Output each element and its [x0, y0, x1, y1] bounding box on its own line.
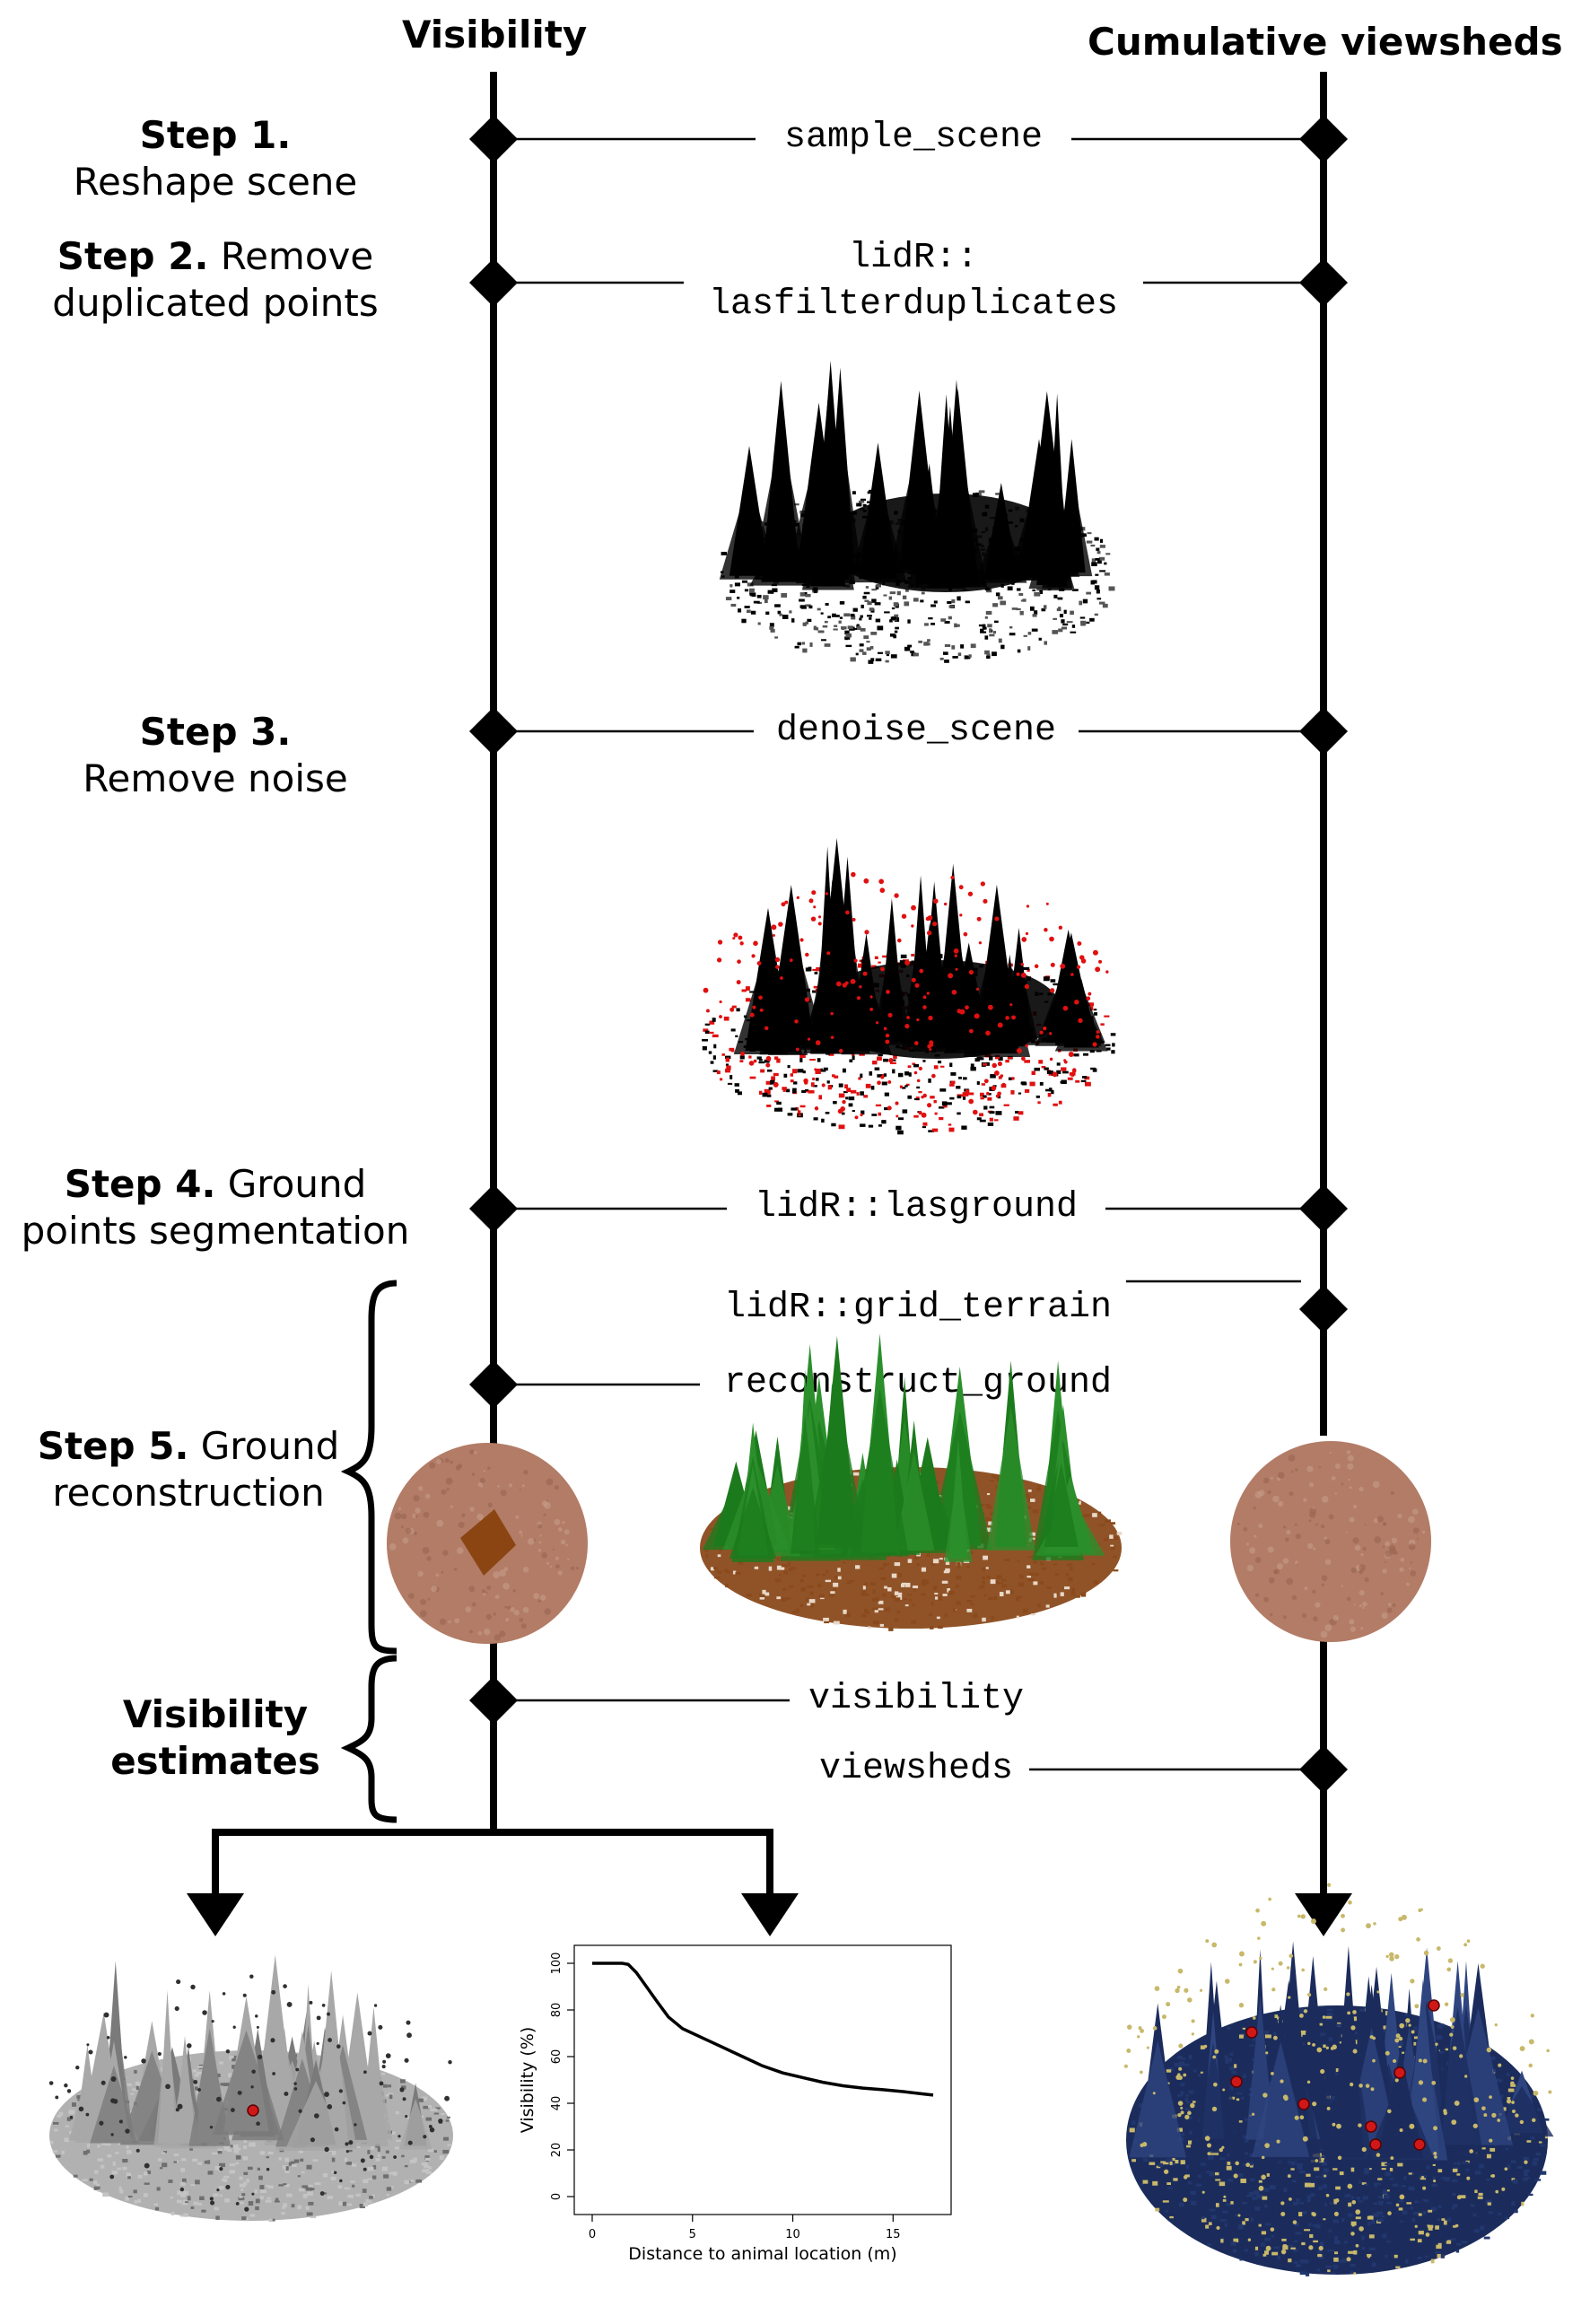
func-lasground: lidR::lasground: [727, 1184, 1105, 1231]
diamond-cumulative-viewsheds: [1299, 1745, 1348, 1794]
step3-label: Step 3.: [139, 710, 292, 754]
diamond-visibility-step1: [469, 115, 518, 163]
step1-block: Step 1. Reshape scene: [36, 112, 395, 205]
func-filter-dup-2: lasfilterduplicates: [708, 284, 1119, 325]
step4-label: Step 4.: [64, 1162, 216, 1206]
diamond-cumulative-step1: [1299, 115, 1348, 163]
chart-series-line: [592, 1961, 934, 2097]
step5-block: Step 5. Ground reconstruction: [9, 1423, 368, 1516]
func-grid-terrain: lidR::grid_terrain: [702, 1285, 1134, 1332]
chart-ylabel: Visibility (%): [518, 2027, 537, 2134]
chart-y-tick-label: 60: [550, 2049, 563, 2065]
step2-text2: duplicated points: [52, 281, 379, 325]
step4-text1: Ground: [227, 1162, 367, 1206]
chart-x-tick-label: 0: [589, 2228, 596, 2241]
step4-block: Step 4. Ground points segmentation: [9, 1161, 422, 1254]
brace-ground-reconstruction: [340, 1280, 398, 1655]
step4-text2: points segmentation: [21, 1209, 410, 1253]
chart-y-tick-label: 100: [550, 1953, 563, 1975]
step3-text: Remove noise: [83, 756, 348, 800]
func-visibility: visibility: [790, 1676, 1043, 1723]
func-reconstruct-ground: reconstruct_ground: [702, 1360, 1134, 1407]
step1-label: Step 1.: [139, 113, 292, 157]
arrow-right-head: [1295, 1893, 1352, 1936]
diamond-visibility-step4: [469, 1184, 518, 1233]
func-denoise-scene: denoise_scene: [754, 708, 1079, 755]
chart-y-axis: 0 20 40 60 80 100: [550, 1953, 574, 2200]
arrow-left-head: [187, 1893, 244, 1936]
arrow-middle-head: [741, 1893, 799, 1936]
estimates-line1: Visibility: [122, 1692, 309, 1736]
diamond-visibility-step3: [469, 707, 518, 756]
chart-x-tick-label: 10: [785, 2228, 800, 2241]
brace-visibility-estimates: [340, 1655, 398, 1823]
diamond-cumulative-step2: [1299, 258, 1348, 307]
visibility-chart: 0 20 40 60 80 100 0 5 10 15 Distance to animal l…: [518, 1944, 952, 2264]
step1-text: Reshape scene: [73, 160, 358, 204]
func-viewsheds: viewsheds: [803, 1746, 1029, 1793]
chart-x-axis: 0 5 10 15: [589, 2215, 901, 2241]
chart-y-tick-label: 80: [550, 2003, 563, 2018]
chart-y-tick-label: 20: [550, 2143, 563, 2158]
func-filter-dup-1: lidR::: [848, 238, 979, 278]
visibility-estimates-block: Visibility estimates: [36, 1691, 395, 1785]
diamond-visibility-estimate: [469, 1676, 518, 1725]
chart-x-tick-label: 5: [689, 2228, 696, 2241]
step3-block: Step 3. Remove noise: [36, 709, 395, 802]
step2-block: Step 2. Remove duplicated points: [36, 233, 395, 327]
chart-y-tick-label: 40: [550, 2096, 563, 2111]
diamond-cumulative-grid: [1299, 1285, 1348, 1333]
step5-text2: reconstruction: [52, 1471, 325, 1515]
func-sample-scene: sample_scene: [756, 115, 1071, 162]
chart-xlabel: Distance to animal location (m): [628, 2244, 896, 2264]
chart-y-tick-label: 0: [550, 2193, 563, 2200]
step2-text1: Remove: [220, 234, 374, 278]
step5-text1: Ground: [200, 1424, 340, 1468]
func-filter-duplicates-block: lidR:: lasfilterduplicates: [684, 235, 1143, 328]
header-cumulative-viewsheds: Cumulative viewsheds: [1088, 20, 1563, 64]
diamond-cumulative-step4: [1299, 1184, 1348, 1233]
chart-x-tick-label: 15: [886, 2228, 901, 2241]
diamond-visibility-step5: [469, 1360, 518, 1409]
chart-plot-frame: [573, 1944, 952, 2215]
diamond-visibility-step2: [469, 258, 518, 307]
step5-label: Step 5.: [37, 1424, 189, 1468]
estimates-line2: estimates: [110, 1739, 320, 1783]
header-visibility: Visibility: [402, 13, 588, 57]
diamond-cumulative-step3: [1299, 707, 1348, 756]
step2-label: Step 2.: [57, 234, 209, 278]
